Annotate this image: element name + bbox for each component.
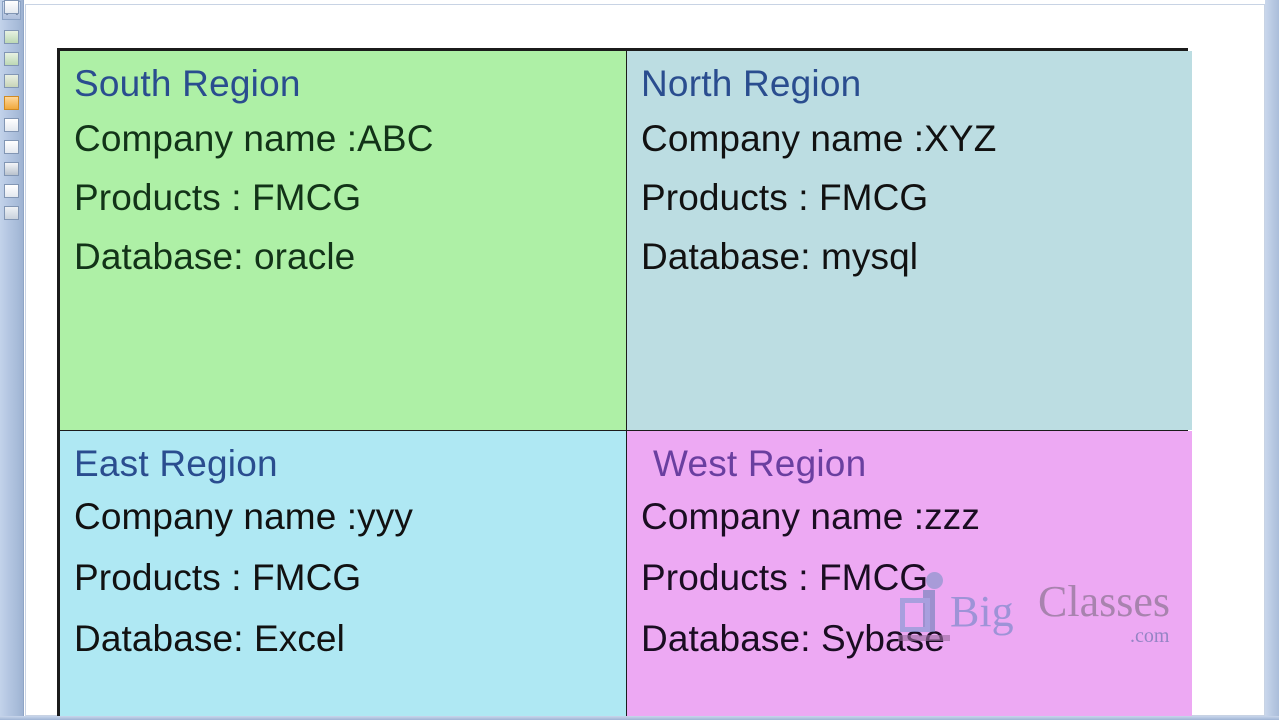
region-products-north: Products : FMCG xyxy=(641,177,929,218)
region-cell-south[interactable]: South Region Company name :ABC Products … xyxy=(60,51,626,430)
toolbar-button-6[interactable] xyxy=(4,0,19,14)
region-products-east: Products : FMCG xyxy=(74,557,362,598)
toolbar-button-3[interactable] xyxy=(4,74,19,88)
toolbar-button-1[interactable] xyxy=(4,30,19,44)
region-cell-east[interactable]: East Region Company name :yyy Products :… xyxy=(60,431,626,720)
region-title-east: East Region xyxy=(74,443,278,484)
toolbar-button-9[interactable] xyxy=(4,206,19,220)
region-title-west: West Region xyxy=(653,443,867,484)
region-table[interactable]: South Region Company name :ABC Products … xyxy=(57,48,1192,720)
region-products-west: Products : FMCG xyxy=(641,557,929,598)
toolbar-button-5[interactable] xyxy=(4,118,19,132)
region-company-east: Company name :yyy xyxy=(74,496,413,537)
region-database-south: Database: oracle xyxy=(74,236,356,277)
region-cell-north[interactable]: North Region Company name :XYZ Products … xyxy=(627,51,1192,430)
toolbar-button-7[interactable] xyxy=(4,162,19,176)
region-cell-west[interactable]: West Region Company name :zzz Products :… xyxy=(627,431,1192,720)
region-products-south: Products : FMCG xyxy=(74,177,362,218)
toolbar-button-6[interactable] xyxy=(4,140,19,154)
drawing-toolbar[interactable] xyxy=(0,0,24,720)
right-scroll-gutter[interactable] xyxy=(1265,0,1279,720)
toolbar-button-4[interactable] xyxy=(4,96,19,110)
region-database-east: Database: Excel xyxy=(74,618,345,659)
region-title-north: North Region xyxy=(641,63,862,104)
region-database-west: Database: Sybase xyxy=(641,618,945,659)
region-database-north: Database: mysql xyxy=(641,236,919,277)
bottom-scroll-gutter[interactable] xyxy=(0,716,1279,720)
toolbar-button-2[interactable] xyxy=(4,52,19,66)
region-company-west: Company name :zzz xyxy=(641,496,980,537)
region-company-north: Company name :XYZ xyxy=(641,118,997,159)
region-title-south: South Region xyxy=(74,63,301,104)
region-company-south: Company name :ABC xyxy=(74,118,434,159)
toolbar-button-8[interactable] xyxy=(4,184,19,198)
